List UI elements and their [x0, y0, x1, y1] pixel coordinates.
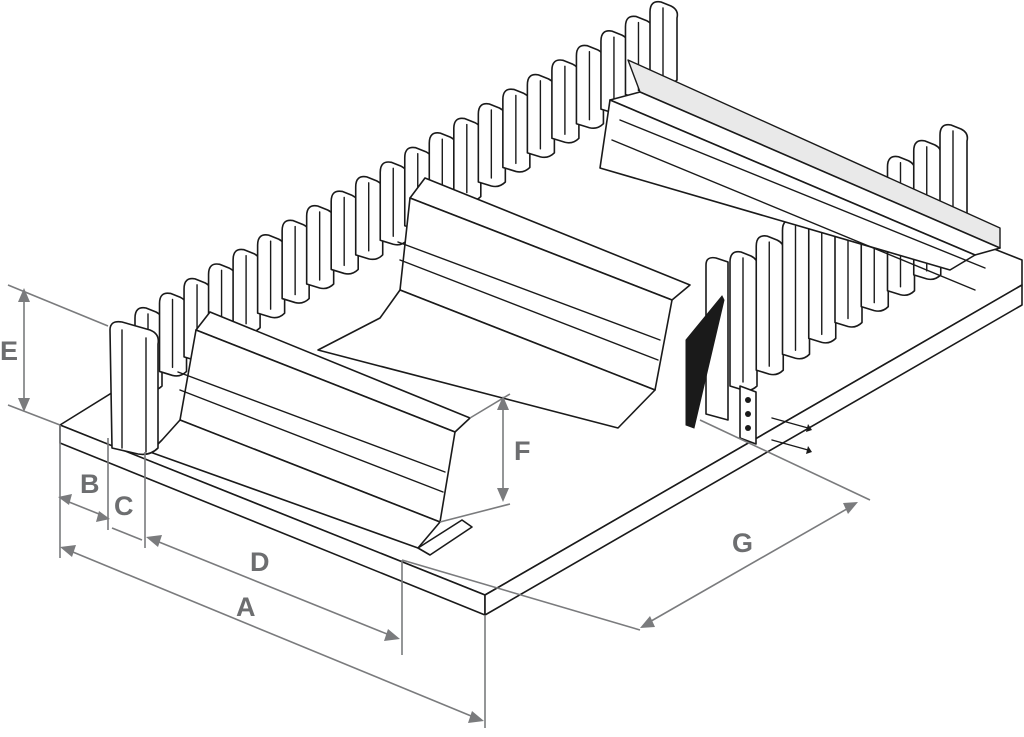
dimension-label-a: A — [236, 592, 256, 622]
cleat-middle — [317, 177, 691, 429]
sidewall-pleat — [330, 190, 360, 275]
dimension-label-c: C — [114, 491, 134, 521]
dimension-labels: A B C D E F G — [0, 336, 753, 622]
dimension-label-d: D — [250, 547, 270, 577]
dimension-label-f: F — [514, 436, 531, 466]
back-sidewall — [134, 0, 679, 392]
dimension-label-b: B — [80, 469, 100, 499]
front-sidewall-end — [109, 320, 160, 456]
dimension-label-e: E — [0, 336, 18, 366]
mounting-bracket — [685, 256, 812, 454]
sidewall-pleat — [354, 175, 384, 261]
sidewall-pleat — [502, 88, 532, 173]
sidewall-pleat — [379, 161, 409, 246]
cleat-front — [149, 311, 473, 556]
sidewall-pleat — [453, 117, 482, 202]
dimension-lines — [7, 284, 871, 728]
cleat-far — [599, 59, 1001, 291]
dimension-label-g: G — [732, 528, 753, 558]
